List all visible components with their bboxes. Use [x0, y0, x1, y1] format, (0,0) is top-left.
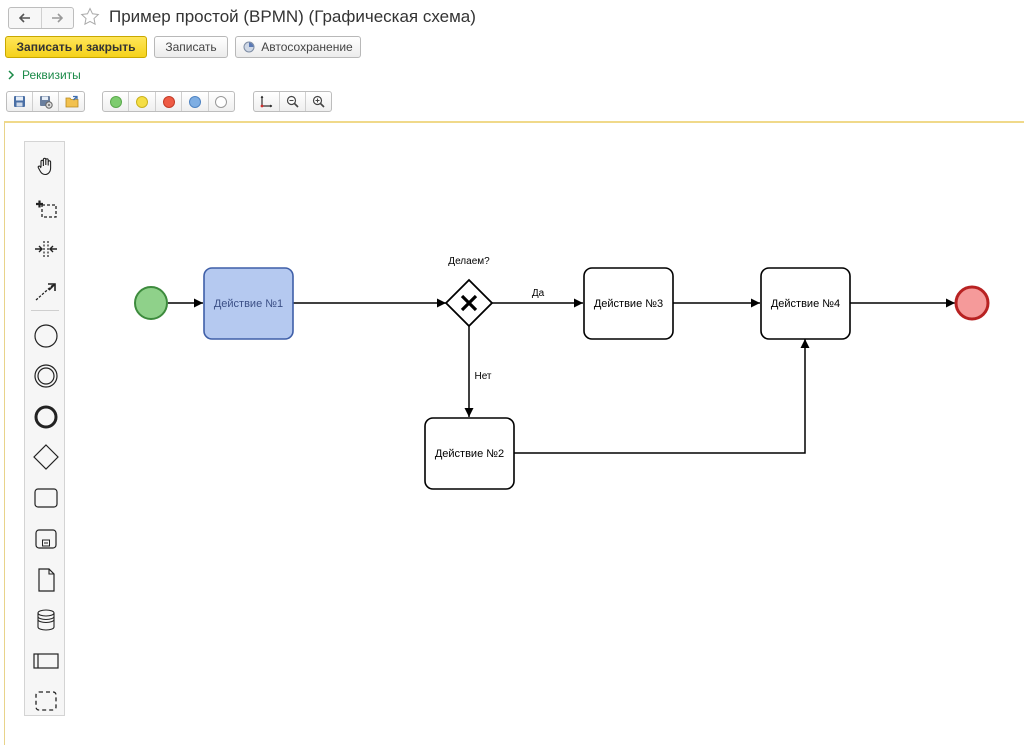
color-white-swatch [215, 95, 228, 108]
task-action-3[interactable]: Действие №3 [583, 267, 674, 340]
autosave-button[interactable]: Автосохранение [235, 36, 361, 58]
color-green-swatch [109, 95, 122, 108]
autosave-label: Автосохранение [261, 40, 353, 54]
end-event[interactable] [954, 285, 990, 321]
file-toolbar [6, 91, 85, 112]
save-diagram-button[interactable] [7, 92, 32, 111]
color-white-button[interactable] [207, 92, 234, 111]
zoom-in-icon [312, 95, 325, 108]
color-yellow-button[interactable] [128, 92, 154, 111]
color-red-swatch [162, 95, 175, 108]
flow-yes-label: Да [532, 288, 545, 299]
task-action-2-label: Действие №2 [435, 448, 504, 460]
requisites-label: Реквизиты [22, 68, 81, 82]
save-icon [14, 96, 25, 107]
star-icon[interactable] [80, 7, 100, 27]
color-blue-swatch [188, 95, 201, 108]
title-bar: Пример простой (BPMN) (Графическая схема… [0, 0, 1024, 36]
flow-no-label: Нет [474, 371, 491, 382]
connect-arrow-icon [35, 283, 56, 301]
requisites-toggle[interactable]: Реквизиты [8, 68, 81, 82]
data-object-icon [37, 568, 55, 592]
arrow-right-icon [52, 13, 64, 23]
end-event-tool[interactable] [25, 402, 66, 432]
exclusive-gateway[interactable] [444, 278, 494, 328]
gateway-tool[interactable] [25, 442, 66, 472]
start-event-icon [33, 324, 58, 348]
group-icon [34, 691, 57, 711]
color-green-button[interactable] [103, 92, 128, 111]
lasso-select-icon [35, 200, 57, 218]
zoom-out-icon [286, 95, 299, 108]
save-settings-button[interactable] [32, 92, 58, 111]
start-event[interactable] [134, 286, 168, 320]
grid-button[interactable] [254, 92, 279, 111]
space-tool-icon [34, 241, 57, 257]
start-event-tool[interactable] [25, 321, 66, 351]
task-action-1-label: Действие №1 [214, 298, 283, 310]
chevron-right-icon [8, 70, 15, 80]
forward-button[interactable] [40, 8, 74, 28]
space-tool[interactable] [25, 234, 66, 264]
data-store-icon [36, 609, 55, 631]
subprocess-icon [34, 529, 57, 549]
back-button[interactable] [9, 8, 41, 28]
open-button[interactable] [58, 92, 84, 111]
color-red-button[interactable] [154, 92, 181, 111]
gateway-label: Делаем? [448, 256, 490, 267]
task-action-3-label: Действие №3 [594, 298, 663, 310]
zoom-out-button[interactable] [279, 92, 305, 111]
task-action-4-label: Действие №4 [771, 298, 840, 310]
task-tool[interactable] [25, 483, 66, 513]
grid-axes-icon [260, 95, 273, 108]
zoom-in-button[interactable] [305, 92, 331, 111]
save-settings-icon [39, 95, 53, 109]
arrow-left-icon [18, 13, 30, 23]
hand-tool[interactable] [25, 151, 66, 181]
palette-divider [31, 310, 59, 311]
task-action-4[interactable]: Действие №4 [760, 267, 851, 340]
gateway-x-marker [460, 294, 478, 312]
intermediate-event-tool[interactable] [25, 361, 66, 391]
subprocess-tool[interactable] [25, 524, 66, 554]
command-bar: Записать и закрыть Записать Автосохранен… [0, 36, 1024, 62]
lasso-tool[interactable] [25, 193, 66, 223]
pool-icon [32, 653, 59, 669]
save-button[interactable]: Записать [154, 36, 228, 58]
task-icon [33, 488, 58, 508]
color-blue-button[interactable] [181, 92, 207, 111]
view-toolbar [253, 91, 332, 112]
autosave-icon [243, 41, 255, 53]
navigation-group [8, 7, 74, 29]
task-action-1[interactable]: Действие №1 [203, 267, 294, 340]
intermediate-event-icon [33, 364, 58, 388]
gateway-icon [32, 444, 59, 470]
page-title: Пример простой (BPMN) (Графическая схема… [109, 7, 476, 26]
save-and-close-button[interactable]: Записать и закрыть [5, 36, 147, 58]
open-folder-icon [65, 95, 78, 108]
flow-task2-to-task4[interactable] [514, 339, 810, 454]
color-toolbar [102, 91, 235, 112]
task-action-2[interactable]: Действие №2 [424, 417, 515, 490]
connect-tool[interactable] [25, 276, 66, 306]
pool-tool[interactable] [25, 646, 66, 676]
data-object-tool[interactable] [25, 565, 66, 595]
color-yellow-swatch [136, 95, 149, 108]
tool-palette [24, 141, 65, 716]
hand-icon [37, 157, 51, 176]
group-tool[interactable] [25, 686, 66, 716]
end-event-icon [34, 405, 57, 429]
data-store-tool[interactable] [25, 605, 66, 635]
